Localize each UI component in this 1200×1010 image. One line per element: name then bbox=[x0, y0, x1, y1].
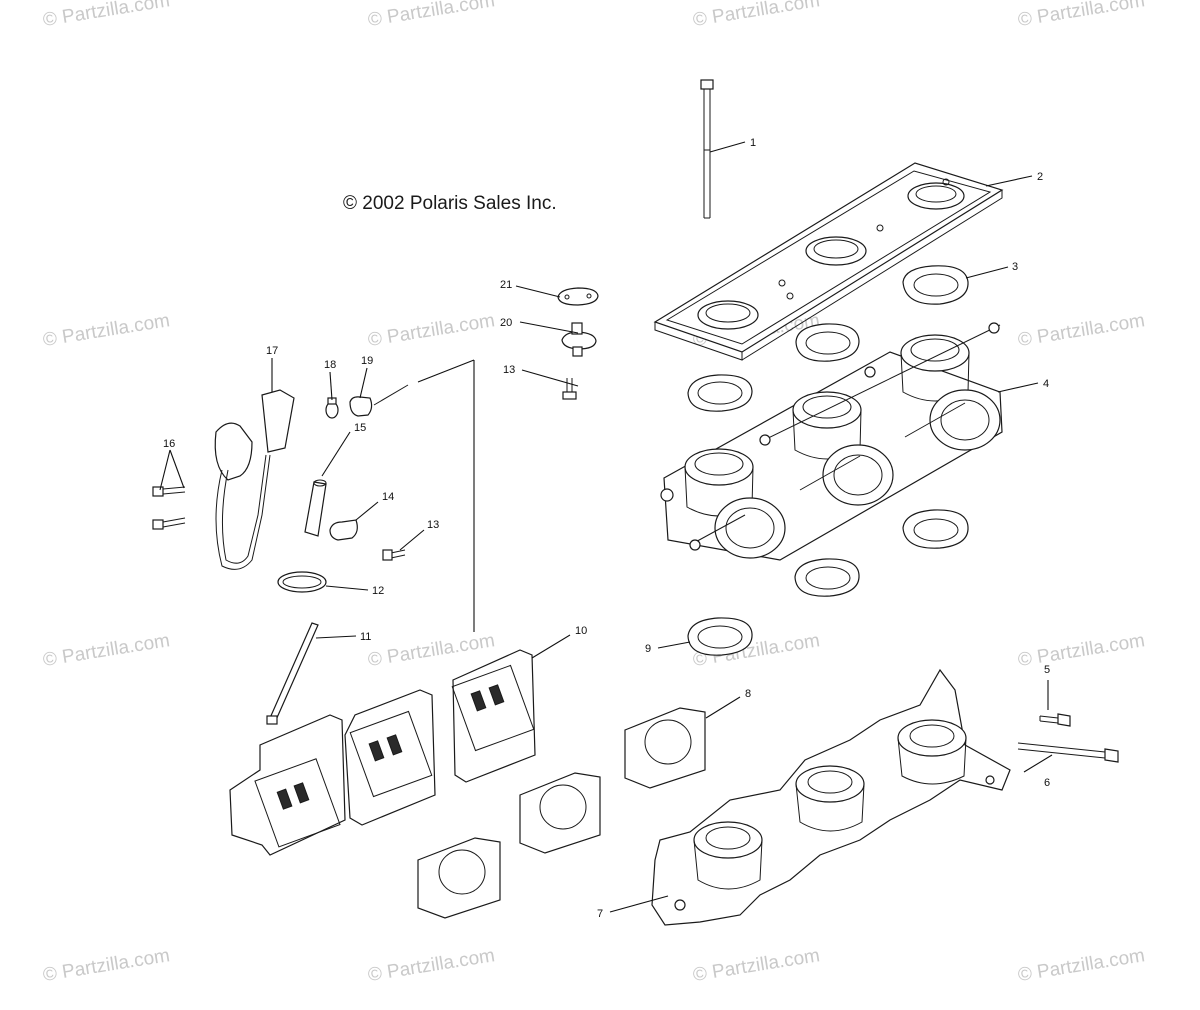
part-16-bolts bbox=[152, 486, 186, 530]
part-17-cable bbox=[214, 389, 295, 570]
part-13-screw bbox=[562, 378, 577, 400]
callout-16: 16 bbox=[163, 438, 175, 450]
callout-17: 17 bbox=[266, 345, 278, 357]
callout-13-lower: 13 bbox=[427, 519, 439, 531]
routing-line bbox=[417, 359, 475, 632]
part-11-pin bbox=[266, 622, 319, 725]
part-5-bolt bbox=[1039, 713, 1071, 727]
callout-2: 2 bbox=[1037, 171, 1043, 183]
callout-8: 8 bbox=[745, 688, 751, 700]
copyright-text: © 2002 Polaris Sales Inc. bbox=[343, 193, 557, 214]
part-20-fitting bbox=[561, 322, 597, 357]
callout-12: 12 bbox=[372, 585, 384, 597]
callout-19: 19 bbox=[361, 355, 373, 367]
callout-11: 11 bbox=[360, 631, 371, 643]
part-2-cover bbox=[653, 162, 1004, 361]
callout-21: 21 bbox=[500, 279, 512, 291]
callout-5: 5 bbox=[1044, 664, 1050, 676]
callout-6: 6 bbox=[1044, 777, 1050, 789]
part-21-gasket bbox=[557, 287, 599, 306]
part-6-bolt bbox=[1017, 716, 1119, 763]
callout-labels: 1 2 3 4 5 6 7 8 9 10 11 12 13 13 14 15 1… bbox=[163, 137, 1050, 920]
part-12-oring bbox=[277, 571, 327, 593]
callout-10: 10 bbox=[575, 625, 587, 637]
callout-1: 1 bbox=[750, 137, 756, 149]
part-8-spacers bbox=[417, 707, 706, 919]
part-7-manifold bbox=[651, 668, 1011, 926]
part-13-screw bbox=[382, 549, 406, 561]
part-18-fitting bbox=[325, 397, 339, 419]
part-4-carburetors bbox=[660, 322, 1003, 561]
callout-7: 7 bbox=[597, 908, 603, 920]
callout-3: 3 bbox=[1012, 261, 1018, 273]
callout-13-upper: 13 bbox=[503, 364, 515, 376]
part-15-hose bbox=[304, 479, 327, 537]
part-14-clip bbox=[329, 519, 358, 541]
leader-lines bbox=[159, 141, 1053, 913]
callout-4: 4 bbox=[1043, 378, 1049, 390]
callout-15: 15 bbox=[354, 422, 366, 434]
part-1-bolt bbox=[700, 79, 714, 219]
callout-9: 9 bbox=[645, 643, 651, 655]
callout-14: 14 bbox=[382, 491, 394, 503]
part-19-clamp bbox=[349, 384, 409, 417]
part-9-gaskets bbox=[687, 509, 969, 656]
part-3-gaskets bbox=[687, 265, 969, 412]
part-10-reed-valves bbox=[229, 649, 536, 856]
callout-18: 18 bbox=[324, 359, 336, 371]
callout-20: 20 bbox=[500, 317, 512, 329]
